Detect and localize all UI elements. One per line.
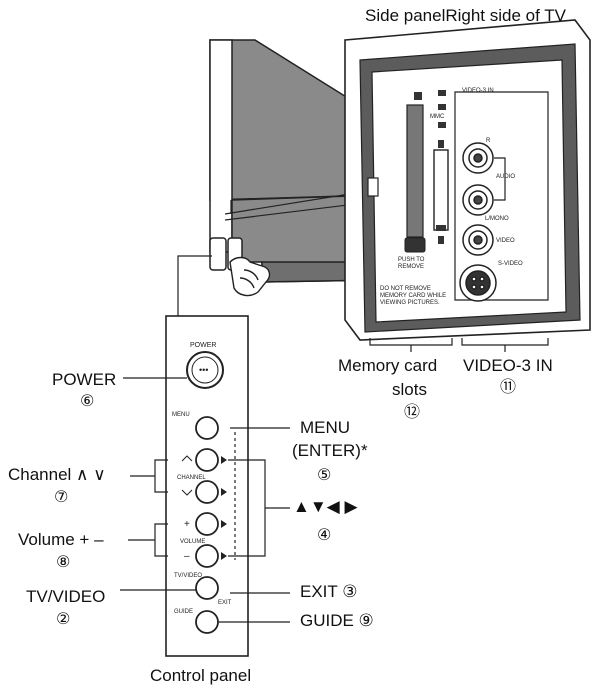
callout-menu-num: ⑤ [317, 467, 332, 484]
callout-power-num: ⑥ [80, 393, 95, 410]
callout-tv-video-label: TV/VIDEO [26, 587, 106, 606]
video3-box [454, 91, 549, 301]
callout-channel-num: ⑦ [54, 489, 69, 506]
panel-power-label: POWER [190, 342, 216, 349]
side-video3-header: VIDEO-3 IN [462, 88, 494, 94]
jack-svideo [459, 264, 497, 302]
callout-memory-num: ⑫ [404, 404, 421, 421]
control-panel-title: Control panel [150, 666, 252, 685]
callout-video3-label: VIDEO-3 IN [463, 356, 553, 375]
callout-memory-label-2: slots [392, 380, 427, 399]
callout-guide-label: GUIDE ⑨ [300, 611, 374, 630]
callout-menu-label-2: (ENTER)* [292, 441, 368, 460]
callout-channel-label: Channel ∧ ∨ [8, 465, 106, 484]
jack-audio-l [462, 184, 494, 216]
callout-menu-label-1: MENU [300, 418, 351, 437]
side-video-label: VIDEO [496, 238, 515, 244]
side-remove-label: REMOVE [398, 264, 424, 270]
jack-video [462, 224, 494, 256]
panel-tv-video-label: TV/VIDEO [174, 573, 202, 579]
volume-down-button-shape [195, 544, 219, 568]
svg-text:•••: ••• [199, 365, 208, 375]
channel-up-button-shape [195, 448, 219, 472]
guide-button-shape [195, 610, 219, 634]
channel-down-button-shape [195, 480, 219, 504]
callout-power-label: POWER [52, 370, 117, 389]
jack-audio-r [462, 142, 494, 174]
control-panel: ••• POWER MENU CHANNEL VOLUME TV/VIDEO E… [165, 315, 249, 657]
right-side-text: Right side of TV [445, 6, 566, 25]
panel-guide-label: GUIDE [174, 609, 193, 615]
menu-button-shape [195, 416, 219, 440]
callout-memory-label-1: Memory card [338, 356, 438, 375]
side-audio-label: AUDIO [496, 174, 515, 180]
volume-up-button-shape [195, 512, 219, 536]
side-panel-brackets [369, 338, 549, 352]
panel-channel-label: CHANNEL [177, 475, 206, 481]
side-r-label: R [486, 138, 491, 144]
side-mmc-label: MMC [430, 114, 445, 120]
callout-exit-label: EXIT ③ [300, 582, 358, 601]
tv-video-button-shape [195, 576, 219, 600]
side-panel-title: Side panelRight side of TV [365, 6, 566, 26]
callout-video3-num: ⑪ [500, 379, 517, 396]
side-warn-1: DO NOT REMOVE [380, 286, 431, 292]
callout-arrows-num: ④ [317, 527, 332, 544]
callout-tv-video-num: ② [56, 611, 71, 628]
tv-control-bump-left [209, 237, 227, 271]
hand-icon [229, 256, 271, 297]
leader-lines [120, 377, 290, 623]
panel-minus-label: – [184, 551, 190, 562]
side-warn-3: VIEWING PICTURES. [380, 300, 440, 306]
audio-bracket [494, 157, 506, 201]
panel-exit-label: EXIT [218, 600, 232, 606]
side-lmono-label: L/MONO [485, 216, 509, 222]
side-svideo-label: S-VIDEO [498, 261, 523, 267]
tv-front-face [209, 39, 233, 253]
memory-slot-large [406, 104, 424, 238]
side-push-label: PUSH TO [398, 257, 425, 263]
side-panel: VIDEO-3 IN R AUDIO L/MONO VIDEO S-VIDEO … [344, 19, 591, 341]
push-to-remove-button [404, 237, 426, 253]
callout-volume-label: Volume + – [18, 530, 104, 549]
side-warn-2: MEMORY CARD WHILE [380, 293, 446, 299]
tv-body [209, 39, 381, 283]
side-panel-text: Side panel [365, 6, 446, 25]
callout-volume-num: ⑧ [56, 554, 71, 571]
memory-slot-small [433, 149, 449, 231]
panel-menu-label: MENU [172, 412, 190, 418]
panel-volume-label: VOLUME [180, 539, 205, 545]
panel-plus-label: + [184, 519, 190, 530]
callout-arrows-label: ▲▼◀ ▶ [293, 497, 358, 516]
